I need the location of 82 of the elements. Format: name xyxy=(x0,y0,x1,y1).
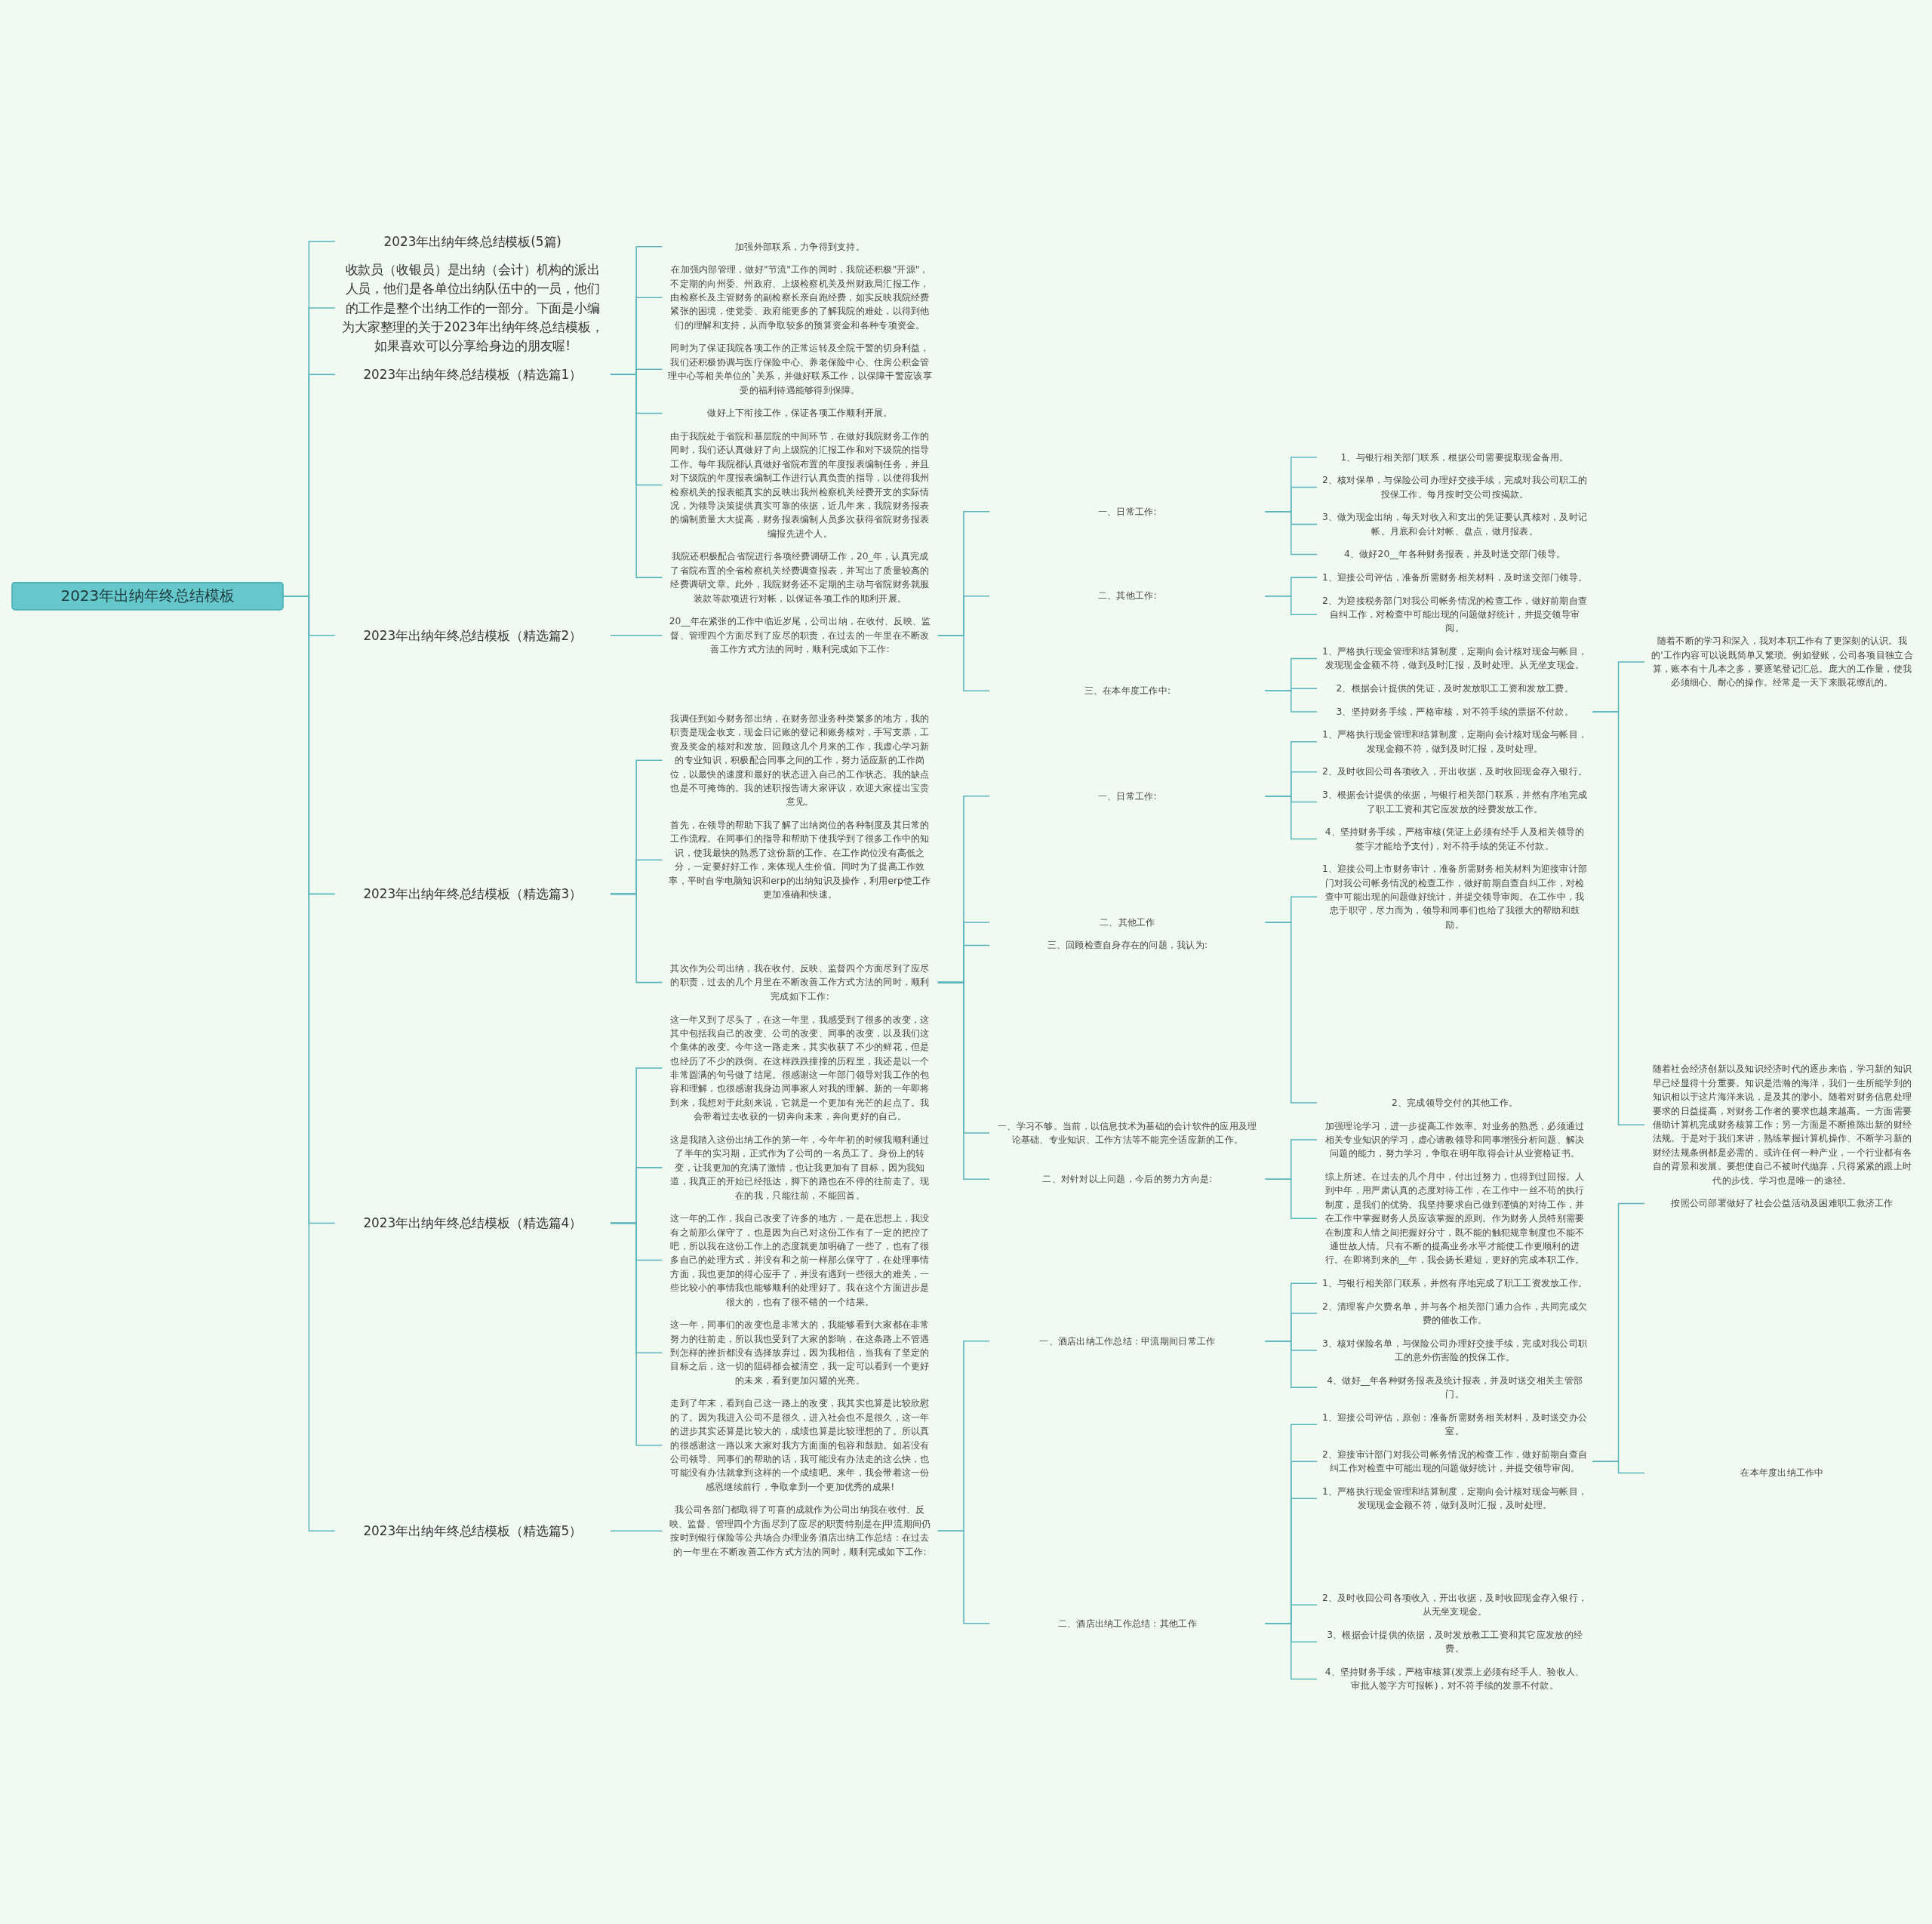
node-text: 按照公司部署做好了社会公益活动及困难职工救济工作 xyxy=(1671,1197,1894,1208)
node-text: 1、迎接公司评估，原创：准备所需财务相关材料，及时送交办公室。 xyxy=(1322,1411,1588,1436)
node-text: 3、核对保险名单，与保险公司办理好交接手续，完成对我公司职工的意外伤害险的投保工作。 xyxy=(1322,1337,1588,1362)
connector xyxy=(1264,690,1318,713)
connector xyxy=(1264,795,1318,839)
connector xyxy=(609,1529,663,1532)
node-text: 随着社会经济创新以及知识经济时代的逐步来临，学习新的知识早已经显得十分重要。知识是浩瀚的海洋，我们一生所能学到的知识相以于这片海洋来说，是及其的渺小。随着对财务信息处理要求的日益提高，对财务工作者的要求也越来越高。一方面需要借助计算机完成财务核算工作；另一方面是不断推陈出新的财经法规。于是对于我们来讲，熟练掌握计算机操作、不断学习新的财经法规条例都是必需的。或许任何一种产业，一个行业都有各自的背景和发展。要想使自己不被时代抛弃，只得紧紧的跟上时代的步伐。学习也是唯一的途径。 xyxy=(1652,1063,1912,1186)
connector xyxy=(1264,921,1318,1104)
node-text: 1、与银行相关部门联系，并然有序地完成了职工工资发放工作。 xyxy=(1322,1277,1588,1288)
connector xyxy=(1264,595,1318,615)
node-text: 在加强内部管理，做好"节流"工作的同时，我院还积极"开源"，不定期的向州委、州政府、上级检察机关及州财政局汇报工作，由检察长及主管财务的副检察长亲自跑经费，如实反映我院经费紧张的困境，使党委、政府能更多的了解我院的难处，以得到他们的理解和支持，从而争取较多的预算资金和各种专项资金。 xyxy=(670,263,930,331)
connector xyxy=(1264,510,1318,555)
node-text: 我院还积极配合省院进行各项经费调研工作，20_年，认真完成了省院布置的全省检察机关经费调查报表，并写出了质量较高的经费调研文章。此外，我院财务还不定期的主动与省院财务就服装款等款项进行对帐，以保证各项工作的顺利开展。 xyxy=(670,550,930,604)
node-text: 三、在本年度工作中: xyxy=(1084,685,1171,696)
node-text: 2、核对保单，与保险公司办理好交接手续，完成对我公司职工的投保工作。每月按时交公司按揭款。 xyxy=(1322,474,1588,500)
node-text: 1、严格执行现金管理和结算制度，定期向会计核对现金与帐目，发现金额不符，做到及时汇报，及时处理。 xyxy=(1322,728,1588,754)
node-text: 3、坚持财务手续，严格审核，对不符手续的票据不付款。 xyxy=(1336,705,1574,717)
node-text: 2023年出纳年终总结模板（精选篇4） xyxy=(363,1215,583,1230)
connector xyxy=(1264,1340,1318,1388)
node-text: 一、日常工作: xyxy=(1097,505,1157,517)
node-text: 这是我踏入这份出纳工作的第一年，今年年初的时候我顺利通过了半年的实习期，正式作为了公司的一名员工了。身份上的转变，让我更加的充满了激情，也让我更加有了目标，因为我知道，我真正的开始已经抵达，脚下的路也在不停的往前走了。现在的我，只能往前，不能回首。 xyxy=(670,1133,930,1201)
connector xyxy=(609,893,663,983)
node-text: 2、清理客户欠费名单，并与各个相关部门通力合作，共同完成欠费的催收工作。 xyxy=(1322,1300,1588,1325)
node-text: 1、严格执行现金管理和结算制度，定期向会计核对现金与帐目，发现现金金额不符，做到及时汇报，及时处理。从无坐支现金。 xyxy=(1322,645,1588,671)
node-text: 2、及时收回公司各项收入，开出收据，及时收回现金存入银行。 xyxy=(1322,765,1588,777)
connector xyxy=(1264,1177,1318,1219)
node-text: 由于我院处于省院和基层院的中间环节，在做好我院财务工作的同时，我们还认真做好了向上级院的汇报工作和对下级院的指导工作。每年我院都认真做好省院布置的年度报表编制任务，并且对下级院的年度报表编制工作进行认真负责的指导，以使得我州检察机关的报表能真实的反映出我州检察机关经费开支的实际情况，为领导决策提供真实可靠的依据，近几年来，我院财务报表的编制质量大大提高，财务报表编制人员多次获得省院财务报表编报先进个人。 xyxy=(670,429,930,539)
node-text: 这一年，同事们的改变也是非常大的，我能够看到大家都在非常努力的往前走，所以我也受到了大家的影响，在这条路上不管遇到怎样的挫折都没有选择放弃过，因为我相信，当我有了坚定的目标之后，这一切的阻碍都会被清空，我一定可以看到一个更好的未来，看到更加闪耀的光亮。 xyxy=(670,1319,930,1386)
node-text: 2、及时收回公司各项收入，开出收据，及时收回现金存入银行，从无坐支现金。 xyxy=(1322,1591,1588,1617)
node-text: 1、与银行相关部门联系，根据公司需要提取现金备用。 xyxy=(1340,451,1569,463)
node-text: 收款员（收银员）是出纳（会计）机构的派出人员，他们是各单位出纳队伍中的一员，他们的工作是整个出纳工作的一部分。下面是小编为大家整理的关于2023年出纳年终总结模板，如果喜欢可以分享给身边的朋友喔! xyxy=(342,262,604,353)
node-text: 一、日常工作: xyxy=(1097,790,1157,802)
connector xyxy=(609,373,663,578)
node-text: 3、根据会计提供的依据，与银行相关部门联系，并然有序地完成了职工工资和其它应发放的经费发放工作。 xyxy=(1322,789,1588,814)
node-text: 20__年在紧张的工作中临近岁尾，公司出纳，在收付、反映、监督、管理四个方面尽到了应尽的职责，在过去的一年里在不断改善工作方式方法的同时，顺利完成如下工作: xyxy=(669,615,931,654)
node-text: 这一年又到了尽头了，在这一年里，我感受到了很多的改变，这其中包括我自己的改变、公司的改变、同事的改变，以及我们这个集体的改变。今年这一路走来，其实收获了不少的鲜花，但是也经历了不少的跌倒。在这样跌跌撞撞的历程里，我还是以一个非常圆满的句号做了结尾。很感谢这一年部门领导对我工作的包容和理解，也很感谢我身边同事家人对我的理解。新的一年即将到来，我想对于此刻来说，它就是一个更加有光芒的起点了。我会带着过去收获的一切奔向未来，奔向更好的自己。 xyxy=(670,1013,930,1122)
node-text: 1、迎接公司上市财务审计，准备所需财务相关材料为迎接审计部门对我公司帐务情况的检查工作，做好前期自查自纠工作，对检查中可能出现的问题做好统计，并提交领导审阅。在工作中，我忠于职守，尽力而为，领导和同事们也给了我很大的帮助和鼓励。 xyxy=(1322,863,1588,930)
connector xyxy=(1592,710,1645,1125)
node-text: 我调任到如今财务部出纳，在财务部业务种类繁多的地方，我的职责是现金收支，现金日记账的登记和账务核对，手写支票，工资及奖金的核对和发放。回顾这几个月来的工作，我虚心学习新的专业知识，积极配合同事之间的工作，努力适应新的工作岗位，以最快的速度和最好的状态进入自己的工作状态。我的缺点也是不可掩饰的。我的述职报告请大家评议，欢迎大家提出宝贵意见。 xyxy=(670,712,930,807)
connector xyxy=(609,634,663,636)
node-text: 4、坚持财务手续，严格审核(凭证上必须有经手人及相关领导的签字才能给予支付)，对不符手续的凭证不付款。 xyxy=(1324,826,1585,851)
node-text: 4、坚持财务手续，严格审核算(发票上必须有经手人、验收人、审批人签字方可报帐)，对不符手续的发票不付款。 xyxy=(1324,1666,1585,1691)
node-text: 二、酒店出纳工作总结：其他工作 xyxy=(1057,1617,1197,1629)
node-text: 2023年出纳年终总结模板（精选篇3） xyxy=(363,886,583,901)
node-text: 2023年出纳年终总结模板（精选篇5） xyxy=(363,1523,583,1538)
node-text: 一、学习不够。当前，以信息技术为基础的会计软件的应用及理论基础、专业知识、工作方法等不能完全适应新的工作。 xyxy=(998,1119,1257,1145)
connector xyxy=(937,1529,991,1624)
node-text: 同时为了保证我院各项工作的正常运转及全院干警的切身利益，我们还积极协调与医疗保险中心、养老保险中心、住房公积金管理中心等相关单位的`关系，并做好联系工作，以保障干警应该享受的福利待遇能够得到保障。 xyxy=(668,342,932,396)
node-text: 2023年出纳年终总结模板（精选篇2） xyxy=(363,627,583,642)
node-text: 1、迎接公司评估，准备所需财务相关材料，及时送交部门领导。 xyxy=(1322,571,1588,583)
node-text: 4、做好20__年各种财务报表，并及时送交部门领导。 xyxy=(1344,548,1566,559)
node-text: 加强外部联系，力争得到支持。 xyxy=(735,240,865,252)
node-text: 二、对针对以上问题，今后的努力方向是: xyxy=(1042,1173,1213,1184)
node-text: 3、做为现金出纳，每天对收入和支出的凭证要认真核对，及时记帐。月底和会计对帐、盘点，做月报表。 xyxy=(1322,511,1588,537)
node-text: 二、其他工作: xyxy=(1097,590,1157,602)
node-text: 1、严格执行现金管理和结算制度，定期向会计核对现金与帐目，发现现金金额不符，做到及时汇报，及时处理。 xyxy=(1322,1485,1588,1510)
connector xyxy=(1592,1460,1645,1473)
connector xyxy=(609,1222,663,1446)
connector xyxy=(937,981,991,1180)
node-text: 在本年度出纳工作中 xyxy=(1740,1467,1824,1478)
node-text: 走到了年末，看到自己这一路上的改变，我其实也算是比较欣慰的了。因为我进入公司不是很久，进入社会也不是很久，这一年的进步其实还算是比较大的，成绩也算是比较理想的了。所以真的很感谢这一路以来大家对我方方面面的包容和鼓励。如若没有公司领导、同事们的帮助的话，我可能没有办法走的这么快，也可能没有办法就拿到这样的一个成绩吧。来年，我会带着这一份感恩继续前行，争取拿到一个更加优秀的成果! xyxy=(670,1397,930,1492)
node-text: 2、为迎接税务部门对我公司帐务情况的检查工作，做好前期自查自纠工作，对检查中可能出现的问题做好统计，并提交领导审阅。 xyxy=(1322,594,1588,633)
node-text: 其次作为公司出纳，我在收付、反映、监督四个方面尽到了应尽的职责，过去的几个月里在不断改善工作方式方法的同时，顺利完成如下工作: xyxy=(670,962,930,1002)
node-text: 2、迎接审计部门对我公司帐务情况的检查工作，做好前期自查自纠工作对检查中可能出现的问题做好统计，并提交领导审阅。 xyxy=(1322,1448,1588,1473)
node-text: 2023年出纳年终总结模板(5篇) xyxy=(383,233,561,248)
node-text: 4、做好__年各种财务报表及统计报表，并及时送交相关主管部门。 xyxy=(1327,1374,1583,1399)
connector xyxy=(1264,1622,1318,1679)
node-text: 三、回顾检查自身存在的问题，我认为: xyxy=(1047,939,1208,950)
node-text: 综上所述。在过去的几个月中，付出过努力，也得到过回报。人到中年，用严肃认真的态度对待工作，在工作中一丝不苟的执行制度，是我们的优势。我坚持要求自己做到谨慎的对待工作，并在工作中掌握财务人员应该掌握的原则。作为财务人员特别需要在制度和人情之间把握好分寸，既不能的触犯规章制度也不能不通世故人情。只有不断的提高业务水平才能使工作更顺利的进行。在即将到来的__年，我会扬长避短，更好的完成本职工作。 xyxy=(1324,1170,1585,1265)
node-text: 2、完成领导交付的其他工作。 xyxy=(1392,1096,1518,1108)
node-text: 3、根据会计提供的依据，及时发放教工工资和其它应发放的经费。 xyxy=(1327,1629,1583,1654)
node-text: 这一年的工作，我自己改变了许多的地方，一是在思想上，我没有之前那么保守了，也是因为自己对这份工作有了一定的把控了吧，所以我在这份工作上的态度就更加明确了一些了，也有了很多自己的处理方式，并没有和之前一样那么保守了，在处理事情方面，我也更加的得心应手了，并没有遇到一些很大的难关，一些比较小的事情我也能够顺利的处理好了。我在这个方面进步是很大的，也有了很不错的一个结果。 xyxy=(670,1212,930,1307)
node-text: 首先，在领导的帮助下我了解了出纳岗位的各种制度及其日常的工作流程。在同事们的指导和帮助下使我学到了很多工作中的知识，使我最快的熟悉了这份新的工作。在工作岗位没有高低之分，一定要好好工作，来体现人生价值。同时为了提高工作效率，平时自学电脑知识和erp的出纳知识及操作，利用erp使工作更加准确和快速。 xyxy=(669,819,931,900)
node-text: 随着不断的学习和深入，我对本职工作有了更深刻的认识。我的'工作内容可以说既简单又繁琐。例如登账，公司各项目独立合算，账本有十几本之多，要逐笔登记汇总。庞大的工作量，使我必须细心、耐心的操作。经常是一天下来眼花缭乱的。 xyxy=(1651,635,1913,688)
node-text: 一、酒店出纳工作总结：甲流期间日常工作 xyxy=(1039,1334,1216,1347)
node-text: 2、根据会计提供的凭证，及时发放职工工资和发放工费。 xyxy=(1336,682,1574,694)
node-text: 做好上下衔接工作，保证各项工作顺利开展。 xyxy=(707,407,893,418)
node-text: 二、其他工作 xyxy=(1100,916,1155,928)
connector xyxy=(937,634,991,691)
node-text: 我公司各部门都取得了可喜的成就作为公司出纳我在收付、反映、监督、管理四个方面尽到了应尽的职责特别是在j甲流期间仍按时到银行保险等公共场合办理业务酒店出纳工作总结：在过去的一年里在不断改善工作方式方法的同时，顺利完成如下工作: xyxy=(669,1504,931,1557)
node-text: 加强理论学习，进一步提高工作效率。对业务的熟悉，必须通过相关专业知识的学习，虚心请教领导和同事增强分析问题、解决问题的能力，努力学习，争取在明年取得会计从业资格证书。 xyxy=(1324,1119,1585,1159)
node-text: 2023年出纳年终总结模板（精选篇1） xyxy=(363,367,583,382)
